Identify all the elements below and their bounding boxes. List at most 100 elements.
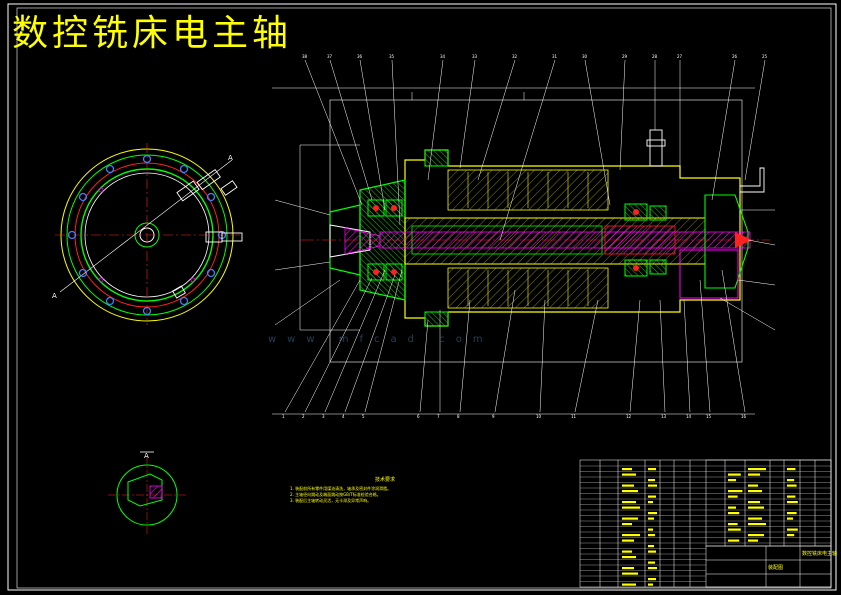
svg-text:35: 35 — [389, 54, 395, 59]
bom-cell-mark — [787, 484, 797, 487]
svg-text:A: A — [228, 154, 233, 162]
svg-text:A: A — [52, 292, 57, 300]
svg-text:11: 11 — [571, 414, 577, 419]
bom-cell-mark — [622, 583, 636, 586]
bom-cell-mark — [622, 556, 636, 559]
svg-text:31: 31 — [552, 54, 558, 59]
svg-text:25: 25 — [762, 54, 768, 59]
bom-cell-mark — [787, 495, 796, 498]
bom-cell-mark — [728, 490, 743, 493]
bom-cell-mark — [648, 567, 657, 570]
bom-cell-mark — [648, 484, 657, 487]
svg-text:2: 2 — [302, 414, 305, 419]
bom-cell-mark — [648, 534, 655, 537]
svg-text:30: 30 — [582, 54, 588, 59]
bom-cell-mark — [748, 534, 764, 537]
bom-cell-mark — [728, 523, 738, 526]
bolt-holes — [67, 154, 227, 316]
bom-cell-mark — [648, 583, 653, 586]
svg-text:4: 4 — [342, 414, 345, 419]
bom-cell-mark — [648, 517, 654, 520]
bom-cell-mark — [648, 545, 654, 548]
bom-cell-mark — [728, 512, 740, 515]
technical-note-1: 1. 装配前所有零件用煤油清洗，轴承及密封件涂润滑脂。 — [290, 486, 392, 491]
svg-text:37: 37 — [327, 54, 333, 59]
bom-cell-mark — [622, 534, 640, 537]
svg-text:7: 7 — [437, 414, 440, 419]
balloon-leaders-top — [304, 59, 766, 241]
bom-cell-mark — [748, 490, 762, 493]
title-block — [579, 459, 832, 588]
bom-cell-mark — [648, 561, 655, 564]
svg-text:8: 8 — [457, 414, 460, 419]
bom-cell-mark — [622, 517, 638, 520]
bom-cell-mark — [622, 473, 636, 476]
svg-text:A: A — [144, 452, 149, 460]
bom-cell-mark — [728, 506, 736, 509]
technical-notes-title: 技术要求 — [374, 477, 395, 483]
svg-text:5: 5 — [362, 414, 365, 419]
bom-cell-mark — [648, 479, 655, 482]
svg-text:33: 33 — [472, 54, 478, 59]
bom-cell-mark — [748, 517, 762, 520]
bom-cell-mark — [648, 550, 656, 553]
bom-cell-mark — [748, 523, 766, 526]
technical-notes: 技术要求 1. 装配前所有零件用煤油清洗，轴承及密封件涂润滑脂。 2. 主轴径向… — [290, 476, 480, 504]
bom-cell-mark — [748, 468, 766, 471]
bom-cell-mark — [648, 501, 653, 504]
bom-cell-mark — [622, 550, 632, 553]
bom-cell-mark — [622, 490, 638, 493]
svg-text:10: 10 — [536, 414, 542, 419]
svg-text:9: 9 — [492, 414, 495, 419]
technical-note-3: 3. 装配后主轴转动灵活，无卡滞及异常声响。 — [290, 498, 372, 503]
bom-cell-mark — [622, 484, 634, 487]
svg-text:16: 16 — [741, 414, 747, 419]
bom-cell-mark — [748, 484, 758, 487]
bom-cell-mark — [728, 539, 740, 542]
svg-text:3: 3 — [322, 414, 325, 419]
svg-text:28: 28 — [652, 54, 658, 59]
bom-cell-mark — [648, 578, 656, 581]
bom-cell-mark — [728, 479, 736, 482]
svg-text:34: 34 — [440, 54, 446, 59]
bom-cell-mark — [787, 534, 795, 537]
svg-text:27: 27 — [677, 54, 683, 59]
bom-cell-mark — [622, 506, 640, 509]
svg-text:12: 12 — [626, 414, 632, 419]
bom-cell-mark — [748, 473, 760, 476]
bom-cell-mark — [787, 468, 796, 471]
bom-cell-mark — [728, 528, 741, 531]
svg-text:6: 6 — [417, 414, 420, 419]
coolant-fittings — [172, 168, 243, 299]
bom-cell-mark — [787, 479, 795, 482]
bom-cell-mark — [648, 468, 656, 471]
bom-cell-mark — [787, 512, 797, 515]
svg-text:29: 29 — [622, 54, 628, 59]
svg-text:15: 15 — [706, 414, 712, 419]
bom-cell-mark — [648, 512, 657, 515]
end-view: A A — [52, 143, 243, 325]
detail-view: A — [108, 451, 186, 534]
svg-text:38: 38 — [302, 54, 308, 59]
bom-cell-mark — [748, 506, 764, 509]
svg-text:1: 1 — [282, 414, 285, 419]
bom-cell-mark — [648, 495, 656, 498]
bom-cell-mark — [787, 528, 798, 531]
bom-cell-mark — [748, 539, 758, 542]
bom-cell-mark — [622, 572, 638, 575]
technical-note-2: 2. 主轴径向跳动及端面跳动按GB/T标准检验合格。 — [290, 492, 381, 497]
svg-text:14: 14 — [686, 414, 692, 419]
balloon-leaders-bottom — [274, 199, 776, 413]
svg-text:32: 32 — [512, 54, 518, 59]
bom-cell-mark — [622, 567, 634, 570]
bom-cell-mark — [622, 468, 632, 471]
title-block-subtitle: 装配图 — [768, 564, 783, 571]
bom-cell-mark — [748, 501, 760, 504]
drawing-frame — [7, 3, 837, 591]
svg-text:26: 26 — [732, 54, 738, 59]
bom-cell-mark — [622, 523, 632, 526]
bom-cell-mark — [728, 473, 741, 476]
drawing-inner-frame — [16, 7, 832, 589]
